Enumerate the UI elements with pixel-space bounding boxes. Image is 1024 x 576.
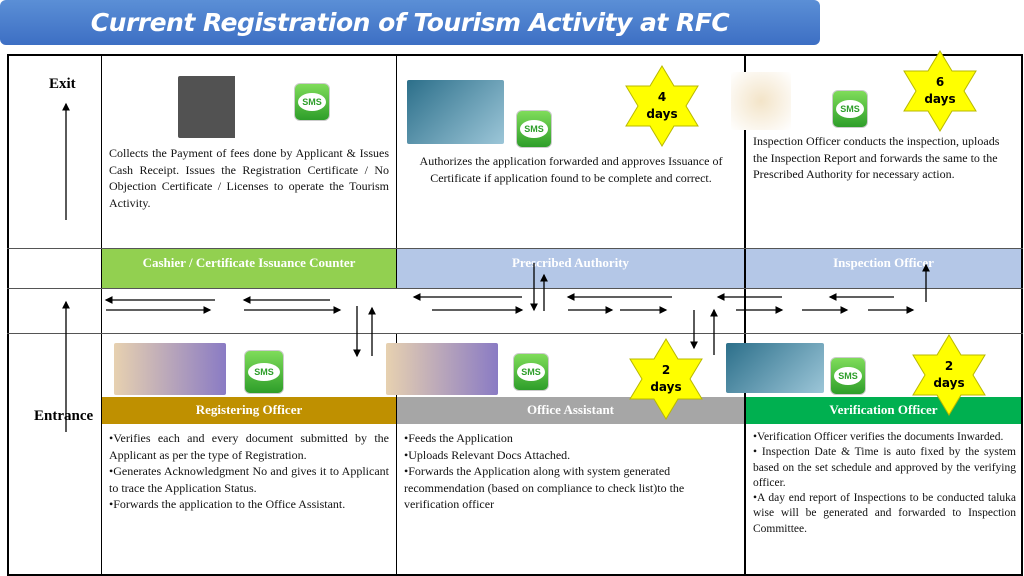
sms-icon: SMS [513,353,549,391]
inspection-header: Inspection Officer [746,249,1021,288]
verification-text: •Verification Officer verifies the docum… [753,430,1016,537]
exit-label: Exit [49,76,76,92]
cashier-operator-image [178,76,282,138]
registering-text: •Verifies each and every document submit… [109,430,389,513]
registering-header: Registering Officer [102,397,396,424]
inspection-text: Inspection Officer conducts the inspecti… [753,134,1000,181]
verification-header: Verification Officer [746,397,1021,424]
verification-item: •A day end report of Inspections to be c… [753,492,1016,535]
assistant-item: •Uploads Relevant Docs Attached. [404,447,571,462]
cashier-text: Collects the Payment of fees done by App… [109,146,389,210]
verification-computer-image [726,343,824,393]
sms-icon: SMS [832,90,868,128]
assistant-item: •Feeds the Application [404,431,513,445]
sms-icon: SMS [244,350,284,394]
verification-item: •Verification Officer verifies the docum… [753,431,1004,443]
authority-header: Prescribed Authority [397,249,744,288]
registering-desk-image [114,343,226,395]
assistant-header: Office Assistant [397,397,744,424]
inspection-officer-image [731,72,791,130]
entrance-label: Entrance [34,408,94,424]
authority-computer-image [407,80,504,144]
sms-icon: SMS [294,83,330,121]
registering-item: •Generates Acknowledgment No and gives i… [109,464,389,495]
assistant-text: •Feeds the Application •Uploads Relevant … [404,430,740,513]
sms-icon: SMS [830,357,866,395]
authority-text: Authorizes the application forwarded and… [419,154,723,185]
verification-item: • Inspection Date & Time is auto fixed b… [753,446,1016,489]
registering-item: •Forwards the application to the Office … [109,497,346,511]
page-title: Current Registration of Tourism Activity… [0,0,820,45]
registering-item: •Verifies each and every document submit… [109,431,389,462]
assistant-item: •Forwards the Application along with sys… [404,464,685,511]
assistant-desk-image [386,343,498,395]
sms-icon: SMS [516,110,552,148]
cashier-header: Cashier / Certificate Issuance Counter [102,249,396,288]
